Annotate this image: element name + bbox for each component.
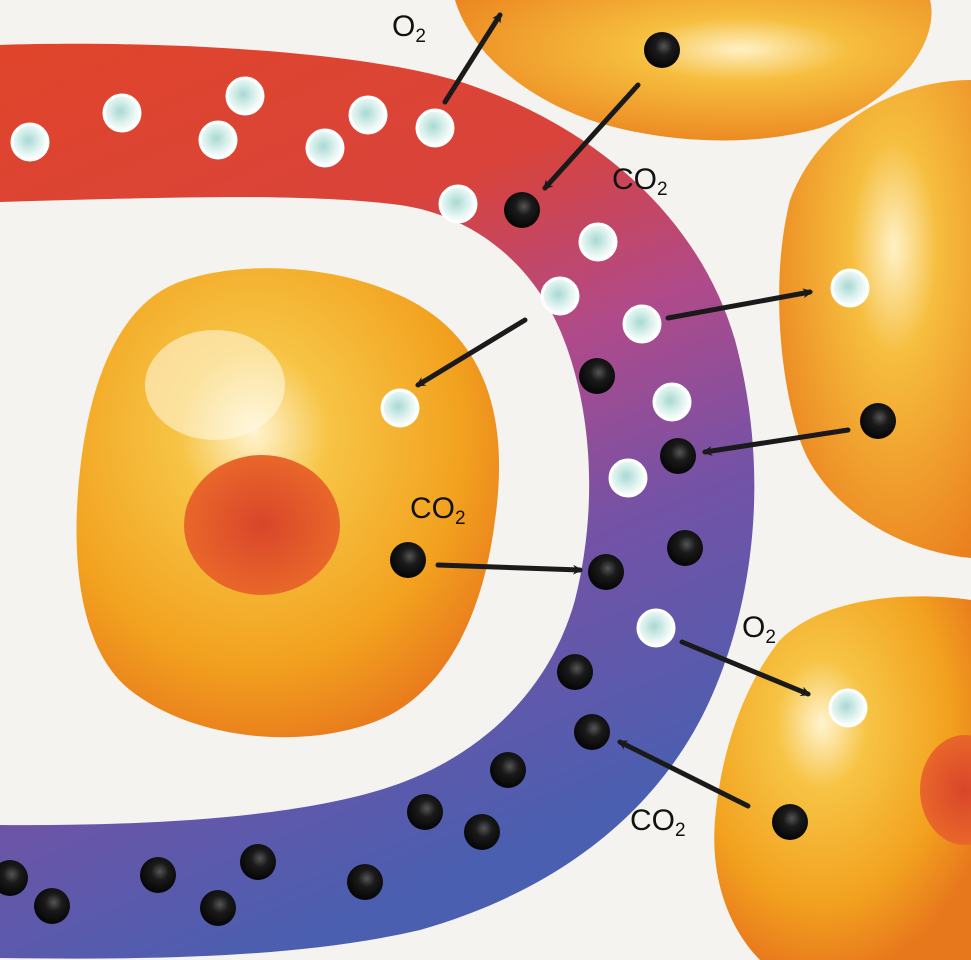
co2-molecule (557, 654, 593, 690)
oxygen-molecule (12, 124, 48, 160)
co2-molecule (574, 714, 610, 750)
oxygen-molecule (104, 95, 140, 131)
body-cell-right-upper (779, 80, 971, 558)
label-co2-bottom: CO2 (630, 806, 686, 840)
co2-molecule (667, 530, 703, 566)
co2-molecule (200, 890, 236, 926)
oxygen-molecule (542, 278, 578, 314)
oxygen-molecule (610, 460, 646, 496)
oxygen-molecule (654, 384, 690, 420)
oxygen-molecule (417, 110, 453, 146)
co2-molecule (660, 438, 696, 474)
co2-molecule (464, 814, 500, 850)
oxygen-molecule (350, 97, 386, 133)
co2-molecule (772, 804, 808, 840)
oxygen-molecule (638, 610, 674, 646)
label-o2-top: O2 (392, 12, 426, 46)
oxygen-molecule (580, 224, 616, 260)
label-co2-top: CO2 (612, 165, 668, 199)
co2-molecule (490, 752, 526, 788)
co2-molecule (860, 403, 896, 439)
label-o2-right: O2 (742, 613, 776, 647)
oxygen-molecule (200, 122, 236, 158)
co2-molecule (240, 844, 276, 880)
oxygen-molecule (440, 186, 476, 222)
co2-molecule (504, 192, 540, 228)
cell-highlight (145, 330, 285, 440)
co2-molecule (407, 794, 443, 830)
co2-molecule (34, 888, 70, 924)
oxygen-molecule (227, 78, 263, 114)
oxygen-molecule (830, 690, 866, 726)
oxygen-molecule (624, 306, 660, 342)
oxygen-molecule (307, 130, 343, 166)
co2-molecule (140, 857, 176, 893)
co2-molecule (579, 358, 615, 394)
oxygen-molecule (832, 270, 868, 306)
nucleus-center (184, 455, 340, 595)
co2-molecule (347, 864, 383, 900)
co2-molecule (588, 554, 624, 590)
co2-molecule (644, 32, 680, 68)
co2-molecule (390, 542, 426, 578)
label-co2-center: CO2 (410, 494, 466, 528)
oxygen-molecule (382, 390, 418, 426)
